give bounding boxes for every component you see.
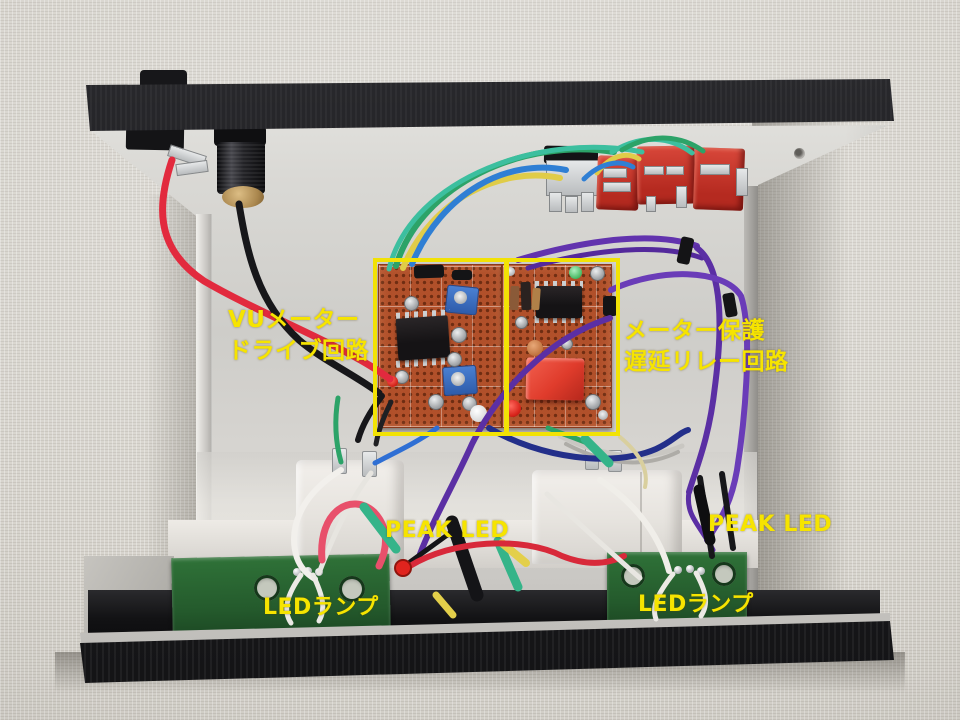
relay-label: メーター保護 遅延リレー回路 <box>624 316 789 378</box>
capacitor <box>404 296 419 311</box>
pcb-mount-hole <box>254 575 280 601</box>
terminal-slot <box>700 164 730 175</box>
terminal-pin <box>646 196 656 212</box>
timer-ic <box>536 286 582 318</box>
vu-drive-highlight-box <box>373 258 509 436</box>
right-meter-seam <box>640 472 642 562</box>
trimmer-screw <box>454 291 467 304</box>
terminal-slot <box>666 166 684 175</box>
solder-pin <box>304 567 312 575</box>
solder-pin <box>686 565 694 573</box>
relay-label-line1: メーター保護 <box>624 318 765 344</box>
solder-pin <box>697 567 705 575</box>
board-connector <box>452 270 472 280</box>
bracket-screw-hole <box>794 148 805 159</box>
led-lamp-label-left: LEDランプ <box>263 595 379 620</box>
terminal-slot <box>644 166 664 175</box>
relay-highlight-box <box>504 258 620 436</box>
connector-lug <box>565 196 578 213</box>
board-screw <box>506 267 515 276</box>
meter-terminal <box>608 450 622 472</box>
vu-drive-label-line1: VUメーター <box>228 307 360 333</box>
led-lamp-label-right: LEDランプ <box>638 592 754 617</box>
vu-drive-label: VUメーター ドライブ回路 <box>228 305 369 367</box>
meter-terminal <box>585 446 599 470</box>
solder-pin <box>293 568 301 576</box>
ic-pins <box>535 281 583 288</box>
input-jack-cap <box>222 186 264 208</box>
meter-terminal <box>362 451 377 477</box>
right-vu-meter-body <box>532 470 682 564</box>
solder-pin <box>674 566 682 574</box>
jack-washer <box>214 126 266 146</box>
pcb-mount-hole <box>621 564 645 588</box>
connector-lug <box>581 192 594 212</box>
meter-terminal <box>332 448 347 474</box>
vu-drive-label-line2: ドライブ回路 <box>228 338 369 365</box>
left-vu-meter-body <box>296 460 404 564</box>
solder-pin <box>315 568 323 576</box>
terminal-slot <box>603 182 631 192</box>
peak-led-label-left: PEAK LED <box>385 518 510 543</box>
terminal-pin <box>676 186 687 208</box>
pcb-mount-hole <box>712 562 736 586</box>
terminal-slot <box>603 168 627 178</box>
connector-lug <box>549 192 562 212</box>
relay-label-line2: 遅延リレー回路 <box>624 349 789 376</box>
metal-connector-body <box>546 160 600 196</box>
cast-shadow-right <box>752 118 872 648</box>
rubber-foot <box>140 70 187 87</box>
peak-led-label-right: PEAK LED <box>708 512 833 537</box>
terminal-pin <box>736 168 748 196</box>
